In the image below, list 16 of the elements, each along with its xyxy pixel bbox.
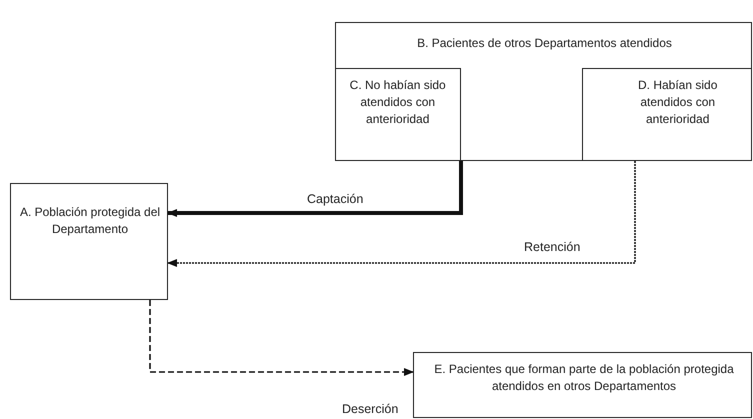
arrow [167, 161, 463, 217]
text-box [413, 352, 752, 418]
edge-label: Captación [305, 192, 366, 206]
box-text: C. No habían sido atendidos con anterioridad [348, 76, 447, 128]
box-text: D. Habían sido atendidos con anterioridad [636, 76, 718, 128]
box-text: A. Población protegida del Departamento [19, 204, 161, 238]
text-box [10, 183, 168, 300]
edge-label: Retención [522, 240, 582, 254]
text-box [335, 22, 752, 161]
edge-label: Deserción [340, 402, 400, 416]
box-text: E. Pacientes que forman parte de la población protegida atendidos en otros Departamentos [433, 361, 735, 395]
text-box [582, 68, 752, 161]
box-text: B. Pacientes de otros Departamentos atendidos [416, 35, 673, 52]
arrow [149, 300, 414, 376]
text-box [334, 68, 461, 161]
arrow [167, 161, 636, 267]
